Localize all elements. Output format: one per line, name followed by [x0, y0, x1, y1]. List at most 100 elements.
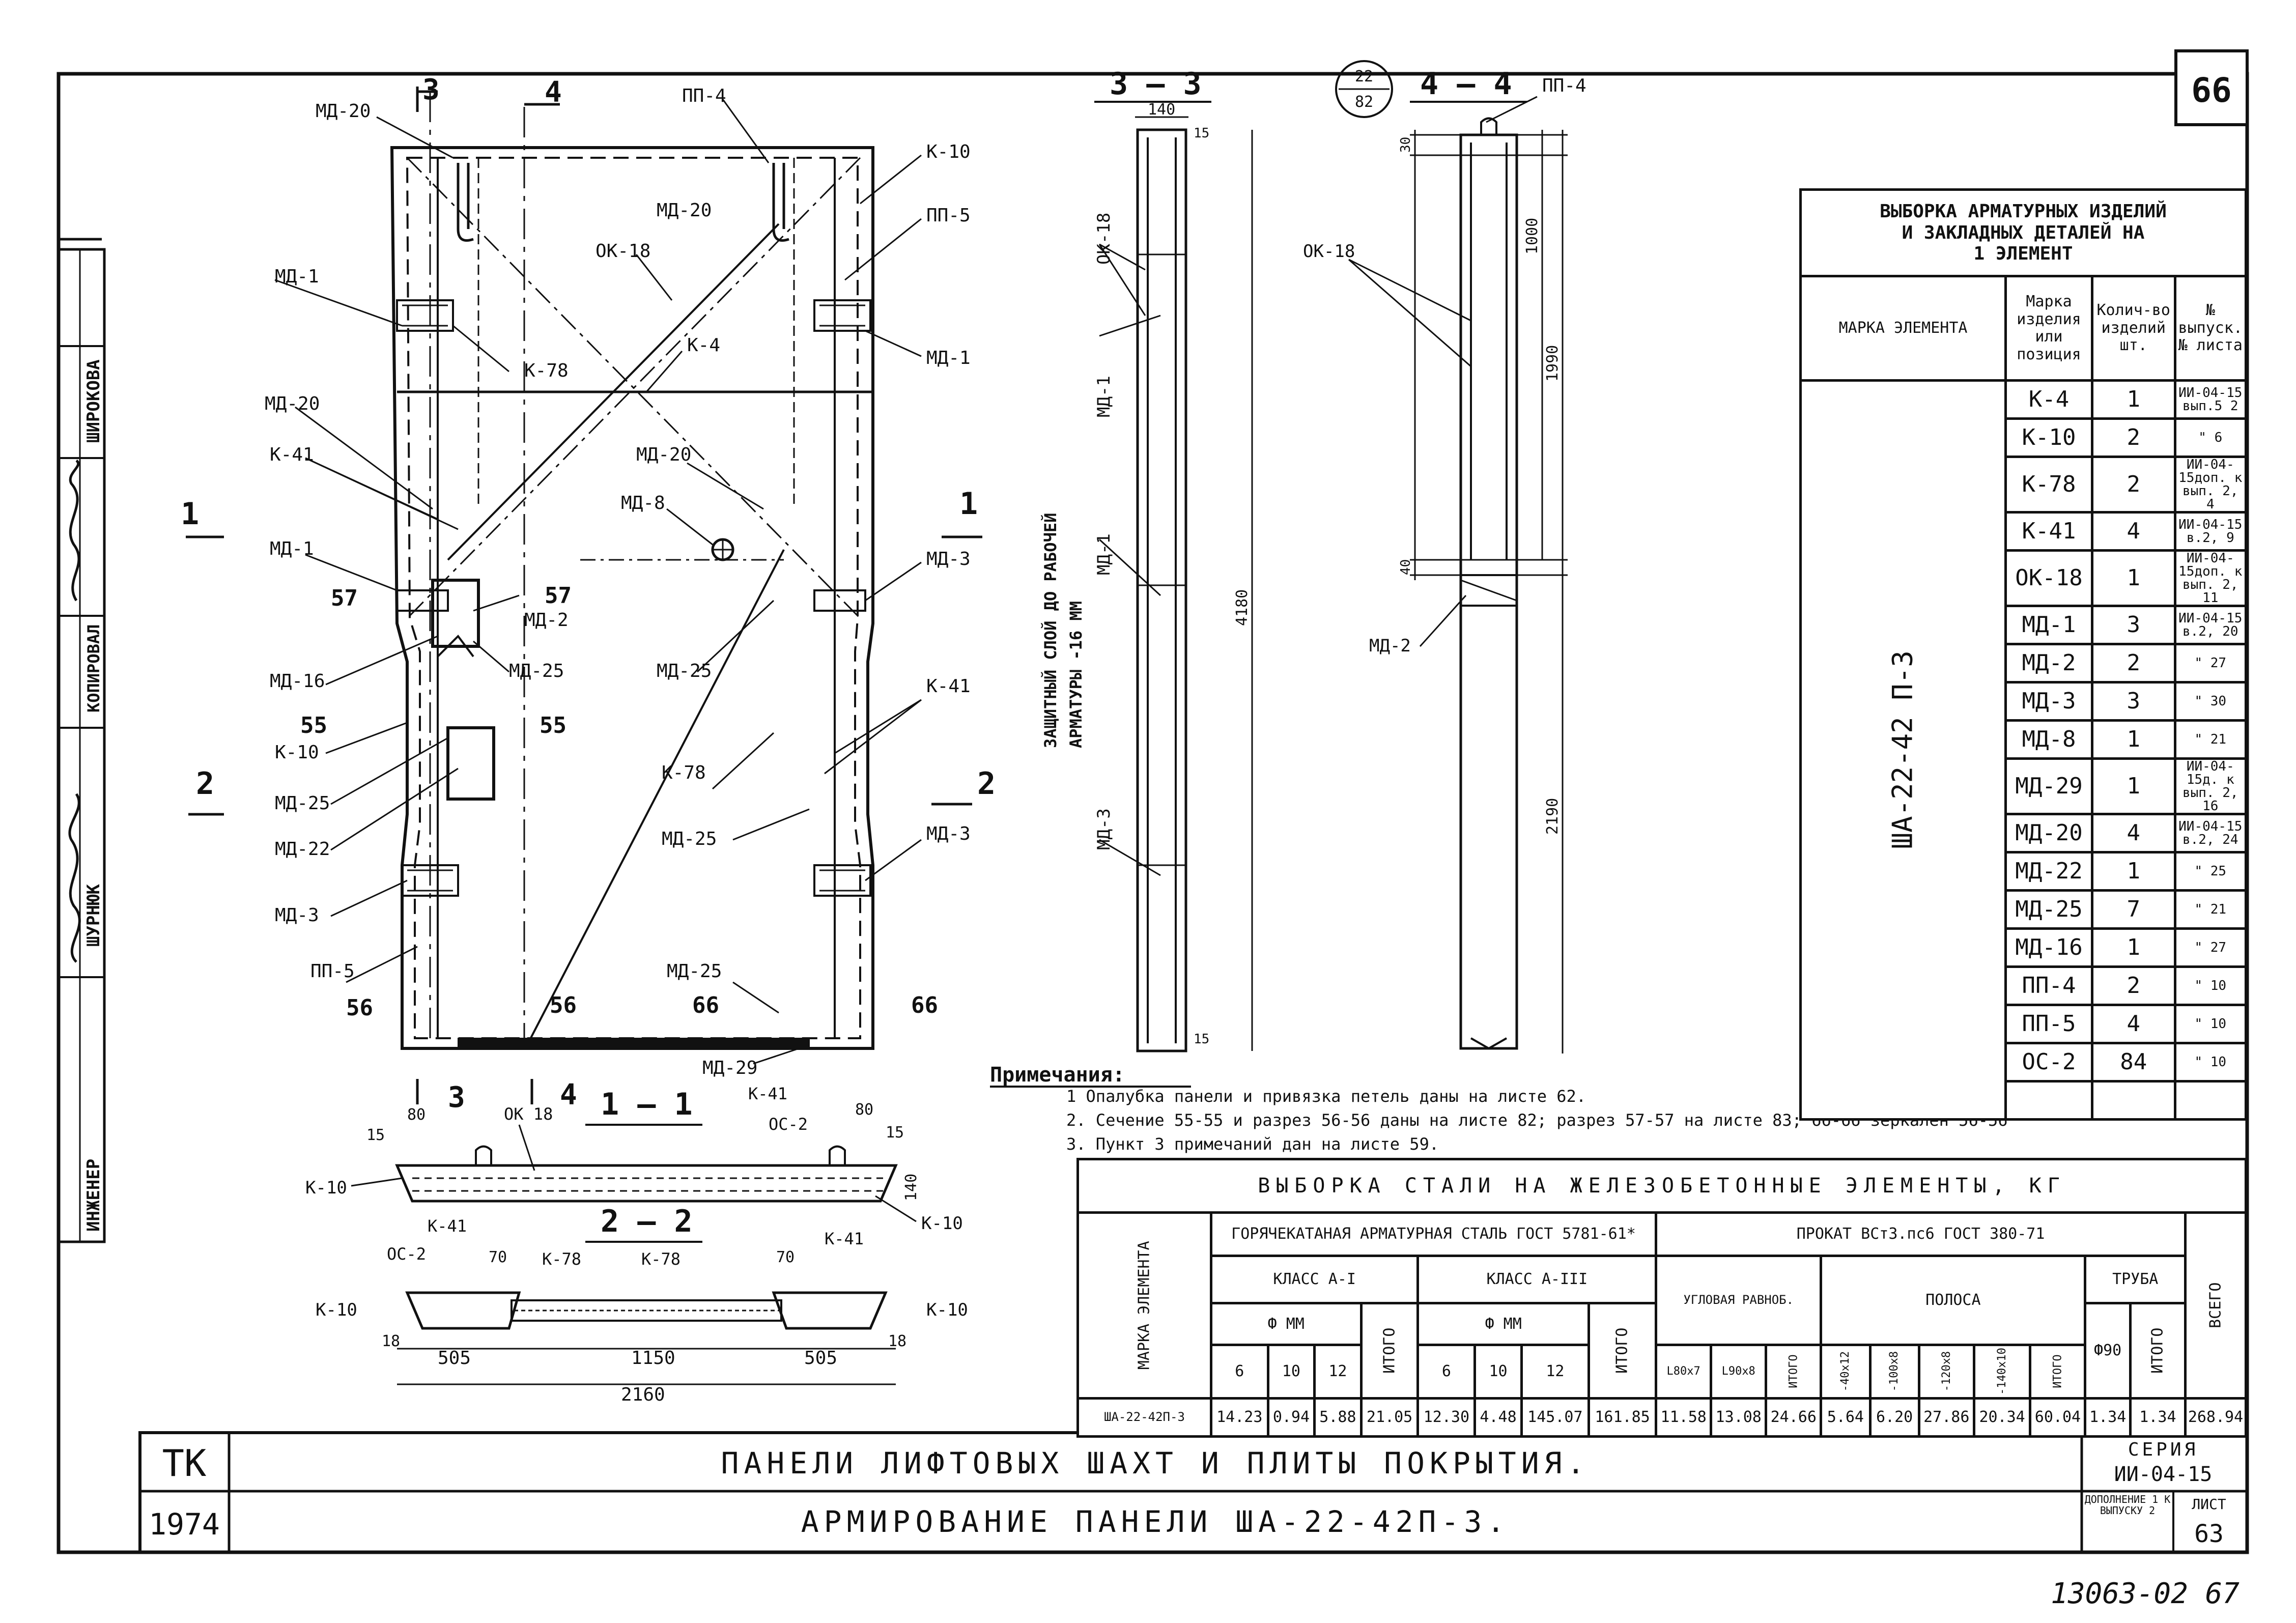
- row-ref: ИИ-04-15 в.2, 9: [2173, 511, 2248, 552]
- steel-sub-10a: 10: [1266, 1344, 1316, 1400]
- row-qty: 1: [2090, 549, 2176, 607]
- dim-70b: 70: [776, 1248, 795, 1266]
- steel-class-2: КЛАСС А-III: [1416, 1255, 1658, 1304]
- dim-505b: 505: [804, 1348, 837, 1369]
- steel-cell: 27.86: [1917, 1397, 1975, 1438]
- steel-itogo-4: ИТОГО: [2029, 1344, 2087, 1400]
- title-line-2: АРМИРОВАНИЕ ПАНЕЛИ ША-22-42П-3.: [801, 1504, 1510, 1539]
- marker-56-right: 56: [550, 992, 577, 1018]
- steel-sub-40x12: -40x12: [1820, 1344, 1872, 1400]
- row-item: ОС-2: [2004, 1042, 2093, 1083]
- panel-labels: МД-20 ПП-4 К-10 МД-20 ПП-5 ОК-18 МД-1 К-…: [265, 86, 971, 1078]
- marker-57-left: 57: [331, 585, 358, 611]
- label-md25-d: МД-25: [662, 829, 717, 849]
- label-md3-a: МД-3: [926, 549, 971, 570]
- marker-4-bot: 4: [560, 1078, 577, 1112]
- label-k78-a: К-78: [524, 360, 569, 381]
- circle-top: 22: [1355, 68, 1373, 86]
- label-md25-e: МД-25: [667, 961, 722, 982]
- label-k41-22a: К-41: [428, 1216, 467, 1236]
- row-qty: 2: [2090, 643, 2176, 684]
- col-header-qty: Колич-во изделий шт.: [2090, 275, 2176, 382]
- sheet-label: ЛИСТ: [2192, 1496, 2226, 1513]
- label-md1-33a: МД-1: [1094, 376, 1114, 417]
- label-k10-22b: К-10: [926, 1300, 968, 1320]
- marker-56-left: 56: [346, 995, 373, 1021]
- steel-class-1: КЛАСС А-I: [1209, 1255, 1420, 1304]
- label-md29: МД-29: [702, 1058, 757, 1078]
- label-k78-b: К-78: [662, 762, 706, 783]
- label-md3-c: МД-3: [275, 905, 319, 926]
- row-item: МД-1: [2004, 605, 2093, 645]
- row-qty: [2090, 1080, 2176, 1121]
- steel-cell: 5.88: [1313, 1397, 1363, 1438]
- row-ref: [2173, 1080, 2248, 1121]
- dim-140-33: 140: [1148, 101, 1175, 119]
- label-k10-11b: К-10: [921, 1213, 963, 1234]
- dim-1000: 1000: [1523, 218, 1541, 254]
- row-ref: " 10: [2173, 1004, 2248, 1044]
- steel-title: ВЫБОРКА СТАЛИ НА ЖЕЛЕЗОБЕТОННЫЕ ЭЛЕМЕНТЫ…: [1076, 1158, 2247, 1214]
- steel-itogo-2-text: ИТОГО: [1613, 1327, 1631, 1374]
- row-ref: ИИ-04-15доп. к вып. 2, 11: [2173, 549, 2248, 607]
- steel-cell: 60.04: [2029, 1397, 2087, 1438]
- label-pp5-b: ПП-5: [310, 961, 355, 982]
- col-header-element: МАРКА ЭЛЕМЕНТА: [1799, 275, 2007, 382]
- steel-sub-100x8-text: -100x8: [1888, 1351, 1901, 1392]
- dim-15-33b: 15: [1194, 1032, 1209, 1047]
- label-md25-c: МД-25: [275, 793, 330, 814]
- dim-40: 40: [1398, 559, 1413, 575]
- dim-80a: 80: [407, 1106, 426, 1124]
- selection-table: ВЫБОРКА АРМАТУРНЫХ ИЗДЕЛИЙ И ЗАКЛАДНЫХ Д…: [1799, 188, 2248, 1121]
- label-k78-22a: К-78: [542, 1249, 581, 1269]
- steel-cell: 24.66: [1765, 1397, 1823, 1438]
- label-oc2-22: ОС-2: [387, 1244, 426, 1264]
- row-ref: " 6: [2173, 417, 2248, 458]
- label-md20-a: МД-20: [316, 101, 371, 122]
- steel-dia-2: Ф ММ: [1416, 1301, 1590, 1346]
- steel-itogo-4-text: ИТОГО: [2051, 1354, 2064, 1389]
- row-ref: " 10: [2173, 1042, 2248, 1083]
- steel-total-text: ВСЕГО: [2206, 1282, 2225, 1329]
- marker-57-right: 57: [545, 583, 572, 609]
- marker-66-left: 66: [692, 992, 719, 1018]
- steel-sub-6b: 6: [1416, 1344, 1477, 1400]
- steel-pipe-header: ТРУБА: [2084, 1255, 2187, 1304]
- year: 1974: [149, 1507, 220, 1542]
- row-item: МД-16: [2004, 927, 2093, 968]
- section-2-2: 2 — 2 К-41 ОС-2 70 К-78 К-78 70 К-41 К-1…: [316, 1204, 968, 1405]
- steel-cell: 145.07: [1520, 1397, 1590, 1438]
- steel-cell: 13.08: [1710, 1397, 1768, 1438]
- row-qty: 1: [2090, 757, 2176, 815]
- section-4-4-title: 4 — 4: [1420, 66, 1512, 102]
- steel-itogo-1-text: ИТОГО: [1380, 1327, 1399, 1374]
- label-pp4-44: ПП-4: [1542, 75, 1586, 96]
- protect-layer-2: АРМАТУРЫ -16 ММ: [1066, 601, 1086, 748]
- row-ref: ИИ-04-15 в.2, 24: [2173, 813, 2248, 853]
- note-1: 1 Опалубка панели и привязка петель даны…: [1066, 1087, 1586, 1106]
- col-header-item: Марка изделия или позиция: [2004, 275, 2093, 382]
- label-md20-c: МД-20: [265, 393, 320, 414]
- dim-18b: 18: [888, 1332, 906, 1350]
- leader-lines: [274, 99, 922, 1065]
- label-oc2-11: ОС-2: [769, 1115, 808, 1134]
- dim-15a: 15: [366, 1126, 385, 1144]
- steel-cell: 5.64: [1820, 1397, 1872, 1438]
- marker-55-left: 55: [300, 713, 327, 738]
- label-md1-b: МД-1: [926, 348, 971, 368]
- row-ref: ИИ-04-15д. к вып. 2, 16: [2173, 757, 2248, 815]
- label-k78-22b: К-78: [641, 1249, 681, 1269]
- row-item: МД-22: [2004, 851, 2093, 892]
- selection-title-3: 1 ЭЛЕМЕНТ: [1973, 243, 2073, 265]
- addition-note: ДОПОЛНЕНИЕ 1 К ВЫПУСКУ 2: [2084, 1494, 2171, 1517]
- dim-70a: 70: [489, 1248, 507, 1266]
- row-qty: 84: [2090, 1042, 2176, 1083]
- series-code: ИИ-04-15: [2114, 1463, 2213, 1486]
